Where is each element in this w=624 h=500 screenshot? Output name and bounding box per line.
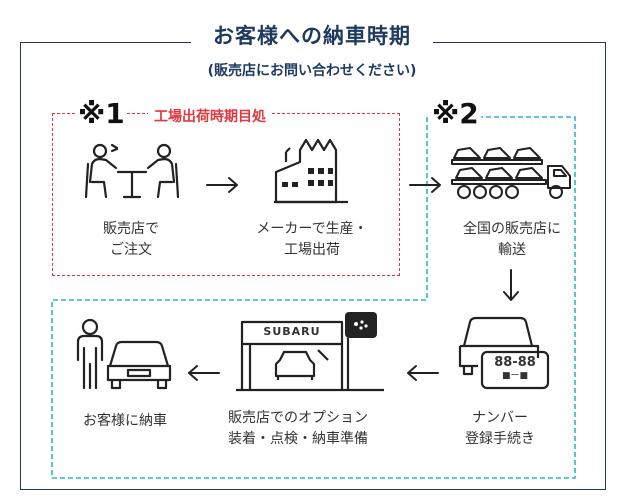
caption-line: お客様に納車 [83,413,167,429]
license-plate-icon [458,316,550,390]
arrow-left-icon [188,365,220,381]
arrow-right-icon [409,177,441,193]
caption-line: 販売店でのオプション [228,410,368,426]
people-meeting-icon [84,143,180,199]
caption-line: 装着・点検・納車準備 [228,431,368,447]
step-registration-caption: ナンバー 登録手続き [440,408,560,450]
customer-car-icon [76,318,172,390]
step-order-caption: 販売店で ご注文 [81,219,181,261]
arrow-left-icon [407,365,439,381]
step-production-caption: メーカーで生産・ 工場出荷 [232,219,392,261]
caption-line: メーカーで生産・ [256,221,368,237]
step-delivery-caption: お客様に納車 [55,411,195,432]
caption-line: 全国の販売店に [463,221,561,237]
caption-line: ナンバー [472,410,528,426]
factory-icon [274,138,348,204]
caption-line: 工場出荷 [284,242,340,258]
plate-sub: ■ー■ [501,371,528,381]
caption-line: ご注文 [110,242,152,258]
page-subtitle: (販売店にお問い合わせください) [207,63,417,79]
step-options-caption: 販売店でのオプション 装着・点検・納車準備 [208,408,388,450]
title-wrap: お客様への納車時期 [0,20,624,50]
caption-line: 販売店で [103,221,159,237]
plate-number: 88-88 [494,355,536,370]
car-carrier-truck-icon [451,147,571,199]
caption-line: 輸送 [498,242,526,258]
step-transport-caption: 全国の販売店に 輸送 [443,219,581,261]
dealer-shop-icon [236,312,384,392]
factory-period-label: 工場出荷時期目処 [148,106,272,126]
page-title: お客様への納車時期 [191,20,433,50]
caption-line: 登録手続き [465,431,535,447]
note-mark-2: ※2 [430,97,481,130]
arrow-right-icon [206,177,238,193]
arrow-down-icon [503,269,519,301]
dealer-sign: SUBARU [263,325,321,338]
note-mark-1: ※1 [76,97,127,130]
